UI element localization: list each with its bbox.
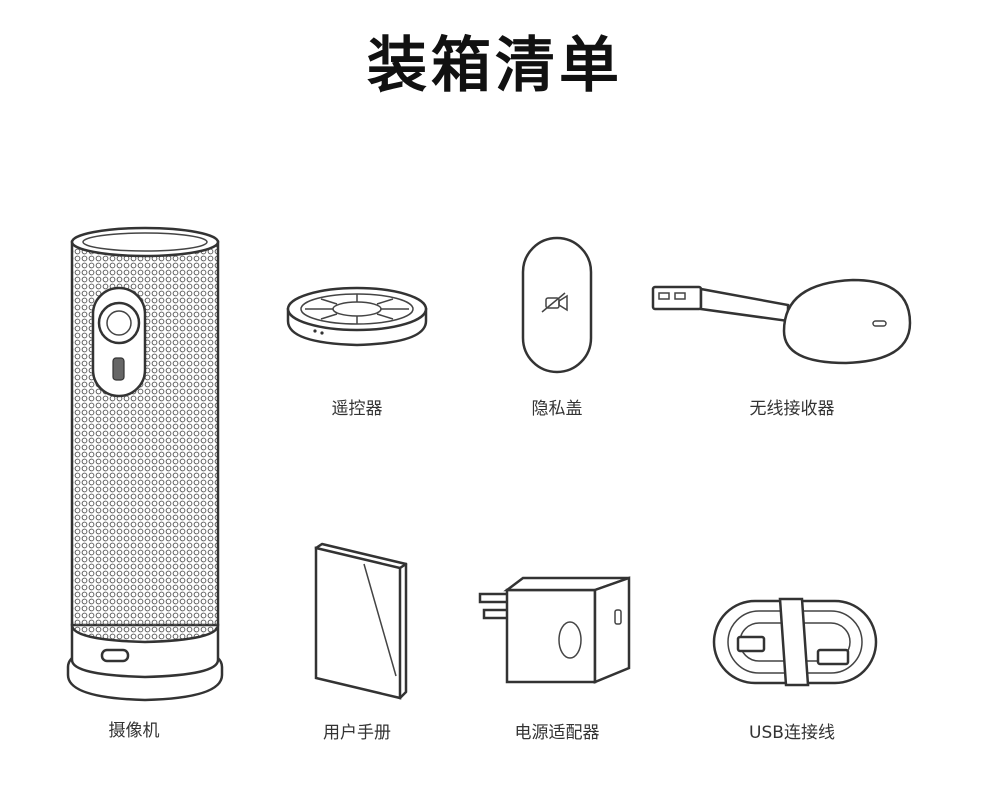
power-adapter-icon	[478, 576, 631, 684]
item-label-wireless-receiver: 无线接收器	[749, 399, 835, 419]
item-label-camera: 摄像机	[108, 721, 160, 741]
usb-cable-icon	[712, 597, 878, 687]
item-label-usb-cable: USB连接线	[749, 723, 835, 743]
user-manual-icon	[314, 542, 408, 700]
camera-icon	[66, 226, 224, 702]
privacy-cover-icon	[521, 236, 593, 374]
item-label-remote: 遥控器	[331, 399, 383, 419]
remote-control-icon	[286, 286, 428, 347]
item-label-privacy-cover: 隐私盖	[531, 399, 583, 419]
item-label-power-adapter: 电源适配器	[514, 723, 600, 743]
wireless-receiver-icon	[651, 278, 912, 365]
item-label-user-manual: 用户手册	[323, 723, 391, 743]
page-title: 装箱清单	[367, 31, 623, 101]
